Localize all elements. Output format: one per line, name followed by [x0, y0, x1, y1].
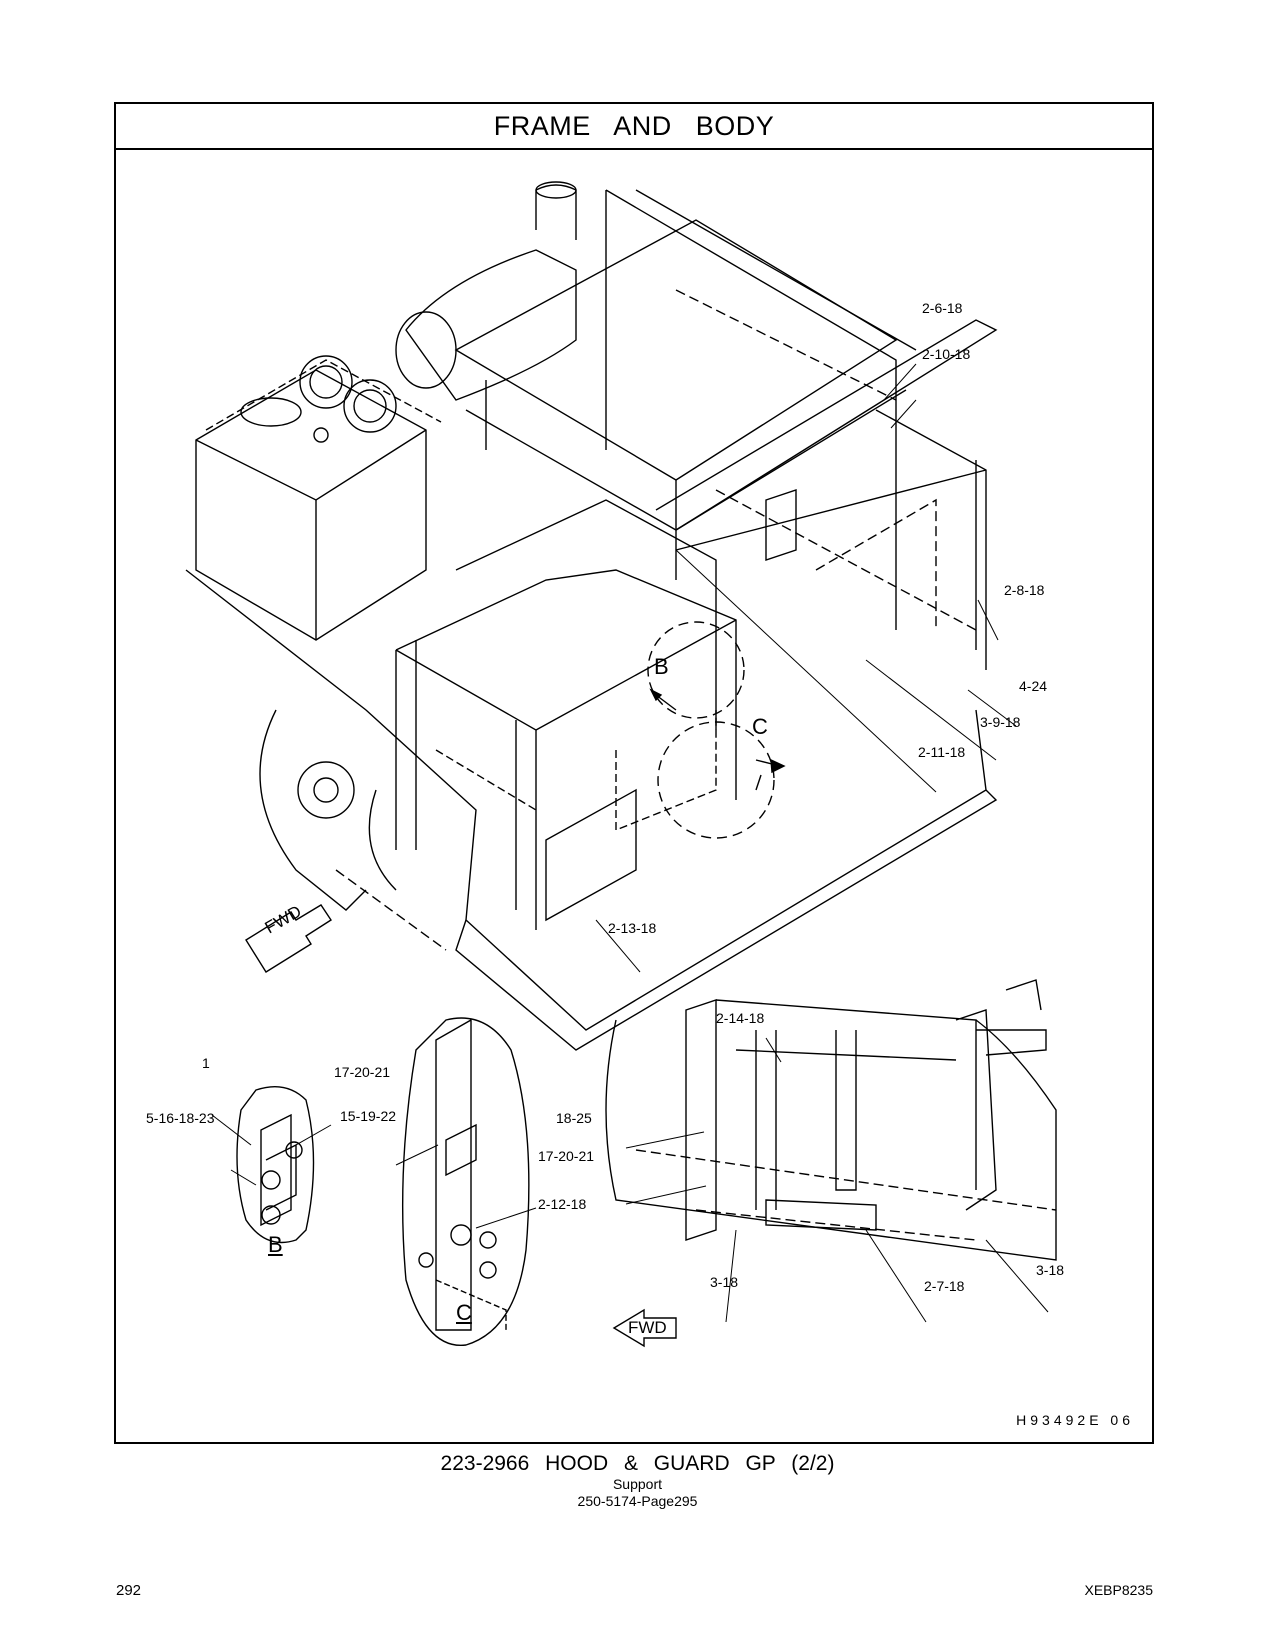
view-c-drawing [401, 1017, 530, 1346]
line-art [185, 181, 1057, 1348]
callout-view-b-5-16-18-23: 5-16-18-23 [146, 1110, 215, 1126]
leader-lines-detail [625, 1037, 1049, 1323]
callout-view-c-17-20-21: 17-20-21 [538, 1148, 595, 1164]
leader-lines-main [595, 363, 1017, 973]
callout-2-8-18: 2-8-18 [1004, 582, 1045, 598]
callout-2-13-18: 2-13-18 [608, 920, 657, 936]
main-assembly-drawing [185, 181, 998, 1051]
callout-view-b-1: 1 [202, 1055, 210, 1071]
section-title: FRAME AND BODY [116, 104, 1152, 150]
callout-detail-3-18-right: 3-18 [1036, 1262, 1065, 1278]
figure-frame: FRAME AND BODY [114, 102, 1154, 1444]
view-marker-c: C [752, 714, 768, 739]
callout-view-b-17-20-21: 17-20-21 [334, 1064, 391, 1080]
view-marker-b: B [654, 654, 669, 679]
caption-title: 223-2966 HOOD & GUARD GP (2/2) [440, 1452, 835, 1475]
detail-assembly-drawing [605, 979, 1057, 1348]
callout-2-10-18: 2-10-18 [922, 346, 971, 362]
callout-detail-2-12-18: 2-12-18 [538, 1196, 587, 1212]
callout-2-6-18: 2-6-18 [922, 300, 963, 316]
callout-4-24: 4-24 [1019, 678, 1048, 694]
callout-detail-2-14-18: 2-14-18 [716, 1010, 765, 1026]
view-b-drawing [236, 1086, 315, 1244]
callout-detail-18-25: 18-25 [556, 1110, 592, 1126]
callout-3-9-18: 3-9-18 [980, 714, 1021, 730]
callout-view-c-15-19-22: 15-19-22 [340, 1108, 397, 1124]
callout-2-11-18: 2-11-18 [918, 744, 966, 760]
leader-lines-view-b [211, 1114, 332, 1186]
view-label-c: C [456, 1300, 472, 1325]
callout-detail-3-18-left: 3-18 [710, 1274, 739, 1290]
exploded-view-drawing: 2-6-18 2-10-18 2-8-18 4-24 3-9-18 2-11-1… [116, 150, 1152, 1442]
view-label-b: B [268, 1232, 283, 1257]
leader-lines-view-c [395, 1144, 537, 1229]
document-code: XEBP8235 [1084, 1582, 1154, 1598]
callout-detail-2-7-18: 2-7-18 [924, 1278, 965, 1294]
drawing-id: H93492E 06 [1016, 1412, 1134, 1428]
caption-subtitle: Support [612, 1476, 663, 1492]
fwd-arrow-label-detail: FWD [628, 1318, 667, 1337]
page-number: 292 [116, 1582, 142, 1599]
caption-reference: 250-5174-Page295 [577, 1493, 698, 1509]
